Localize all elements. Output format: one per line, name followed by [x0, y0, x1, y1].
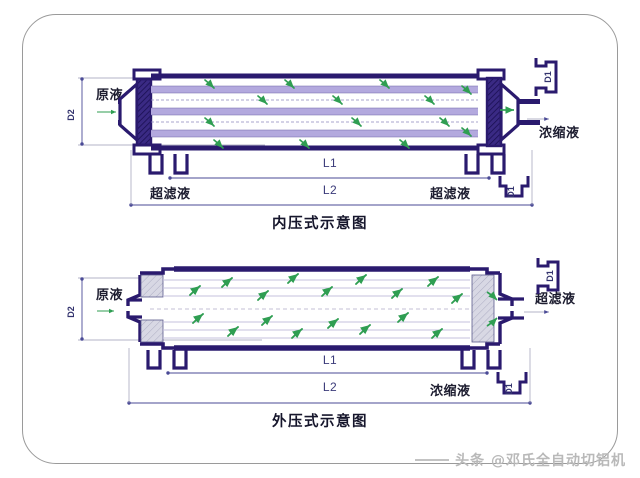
caption-external-pressure: 外压式示意图 [272, 412, 368, 430]
membrane-bundle-bottom [163, 279, 470, 339]
label-concentrate-bottom: 浓缩液 [430, 383, 471, 399]
l2-witness-bottom [128, 348, 531, 403]
watermark-rule [415, 459, 450, 461]
caption-internal-pressure: 内压式示意图 [272, 214, 368, 232]
diagram-external-pressure: D2 原液 [66, 258, 576, 430]
bottom-legs-bottom [146, 350, 502, 370]
port-d1-bottom-diagram-top: D1 [536, 258, 560, 294]
diagram-internal-pressure: D2 原液 [66, 58, 580, 232]
bottom-legs-top [148, 154, 506, 175]
label-l2-bottom: L2 [323, 380, 337, 394]
label-feed-bottom: 原液 [96, 287, 123, 303]
d2-dimension-bottom [78, 277, 262, 341]
l2-witness-top [130, 150, 533, 205]
port-d1-top-right: D1 [534, 58, 558, 96]
label-d2-bottom: D2 [66, 306, 76, 318]
left-end-cap-bottom [126, 267, 176, 350]
label-l1-top: L1 [323, 156, 337, 170]
left-end-cap-top [118, 68, 162, 156]
label-permeate-left-top: 超滤液 [150, 186, 191, 202]
watermark: 头条 @邓氏全自动切铝机 [415, 450, 626, 470]
label-l2-top: L2 [323, 183, 337, 197]
label-d1-bottom-right: D1 [506, 186, 516, 198]
permeate-arrows-top [204, 79, 472, 149]
right-end-cap-top [476, 68, 540, 156]
shell-body-top [151, 73, 478, 151]
right-end-cap-bottom [470, 267, 524, 350]
shell-body-bottom [174, 266, 470, 351]
label-permeate-right-top: 超滤液 [430, 186, 471, 202]
watermark-text: 头条 @邓氏全自动切铝机 [455, 453, 626, 469]
label-concentrate-top: 浓缩液 [539, 125, 580, 141]
label-d1-bottom-right-bottom: D1 [504, 383, 514, 395]
shell-flow-arrows-bottom [189, 273, 463, 339]
label-d1-top-right: D1 [543, 71, 553, 83]
port-d1-bottom-right: D1 [498, 176, 530, 198]
port-d1-bottom-right-bottom: D1 [496, 372, 528, 395]
label-permeate-right-bottom: 超滤液 [535, 291, 576, 307]
label-l1-bottom: L1 [323, 353, 337, 367]
label-d1-top-right-bottom: D1 [545, 270, 555, 282]
label-feed-top: 原液 [96, 87, 123, 103]
label-d2-top: D2 [66, 109, 76, 121]
membrane-tubes-top [151, 85, 478, 138]
